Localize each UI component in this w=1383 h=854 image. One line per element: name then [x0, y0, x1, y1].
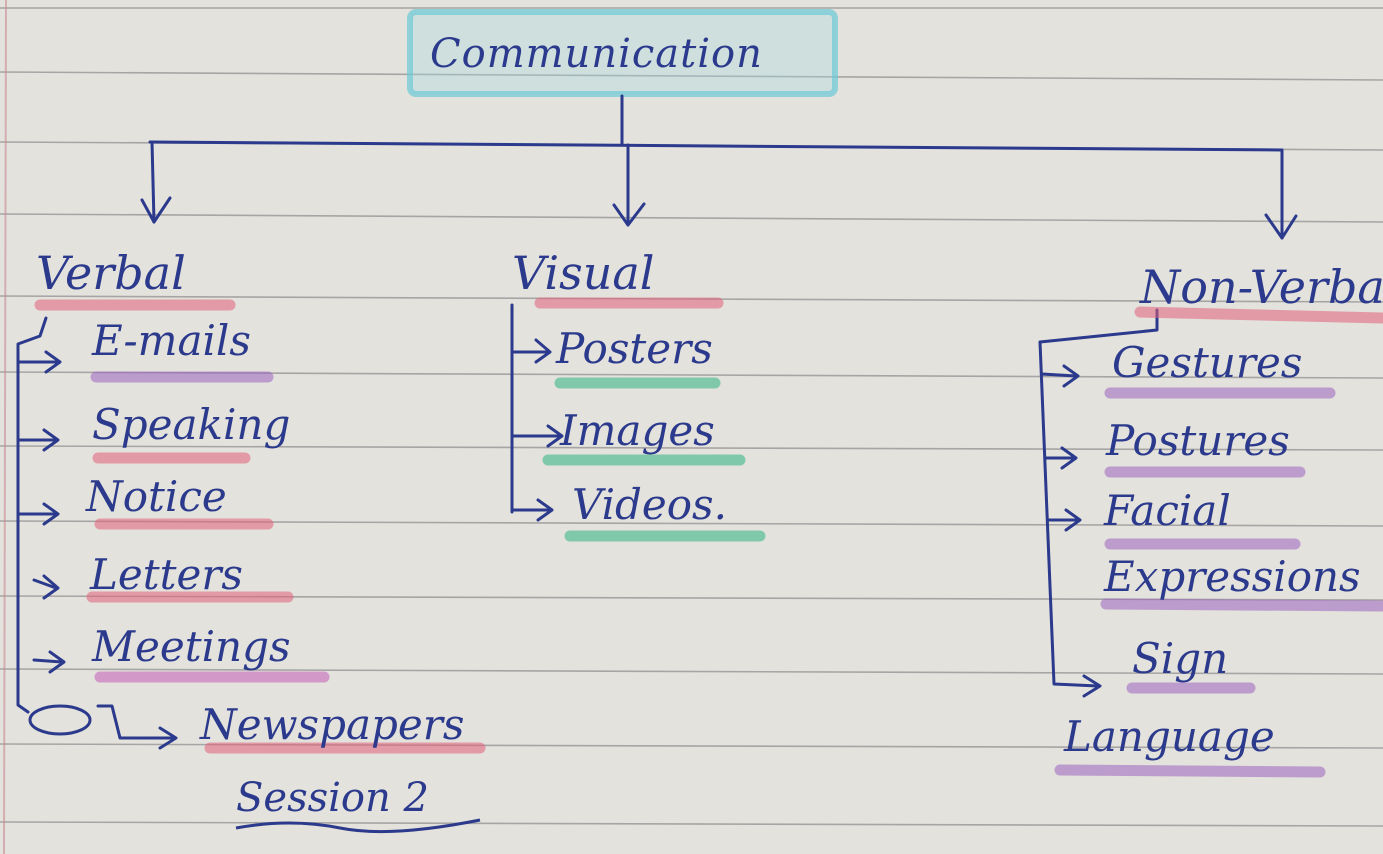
title-highlight-box	[407, 9, 838, 97]
verbal-item-letters: Letters	[90, 550, 243, 599]
category-verbal: Verbal	[36, 246, 186, 300]
title-node: Communication	[430, 31, 763, 77]
category-non-verbal: Non-Verbal	[1140, 260, 1383, 314]
margin-line	[3, 0, 7, 854]
verbal-item-emails: E-mails	[92, 316, 251, 365]
session-label: Session 2	[236, 775, 429, 821]
visual-item-videos: Videos.	[572, 480, 727, 529]
visual-item-posters: Posters	[556, 324, 713, 373]
nonverbal-item-gestures: Gestures	[1112, 338, 1303, 387]
connector-lines	[16, 94, 1298, 750]
footer-underline	[235, 818, 481, 834]
nonverbal-item-postures: Postures	[1106, 416, 1290, 465]
visual-item-images: Images	[560, 406, 715, 455]
verbal-item-newspapers: Newspapers	[200, 700, 465, 749]
nonverbal-item-expressions: Expressions	[1104, 552, 1361, 601]
highlighter-marks	[34, 297, 1383, 778]
verbal-item-speaking: Speaking	[92, 400, 291, 449]
category-visual: Visual	[512, 246, 655, 300]
verbal-item-meetings: Meetings	[92, 622, 291, 671]
nonverbal-item-sign: Sign	[1132, 634, 1229, 683]
verbal-item-notice: Notice	[86, 472, 227, 521]
nonverbal-item-language: Language	[1064, 712, 1275, 761]
nonverbal-item-facial: Facial	[1104, 486, 1231, 535]
